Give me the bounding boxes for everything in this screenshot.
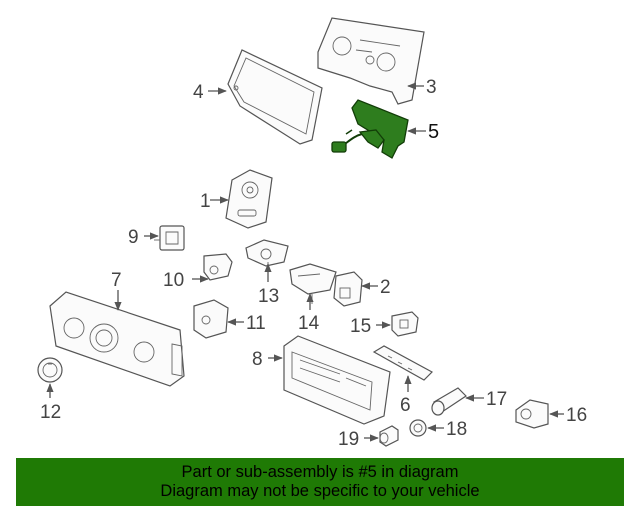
callout-2: 2 xyxy=(380,277,391,298)
part-16-socket[interactable] xyxy=(515,399,549,429)
part-15-switch[interactable] xyxy=(391,311,419,337)
part-7-control-bezel[interactable] xyxy=(49,291,185,387)
callout-5: 5 xyxy=(428,121,439,143)
info-banner: Part or sub-assembly is #5 in diagram Di… xyxy=(16,458,624,506)
part-11-blower-switch[interactable] xyxy=(193,299,229,339)
callout-14: 14 xyxy=(298,313,320,334)
part-2-switch[interactable] xyxy=(333,271,363,307)
part-12-knob[interactable] xyxy=(37,357,63,383)
callout-13: 13 xyxy=(258,286,279,307)
callout-7: 7 xyxy=(111,270,122,291)
callout-10: 10 xyxy=(163,270,184,291)
part-14-switch[interactable] xyxy=(289,263,337,304)
part-5-printed-circuit[interactable] xyxy=(331,99,409,159)
part-13-switch[interactable] xyxy=(245,239,289,272)
part-8-control-module[interactable] xyxy=(283,335,391,425)
part-10-bracket[interactable] xyxy=(203,253,233,281)
callout-18: 18 xyxy=(446,419,467,440)
callout-1: 1 xyxy=(200,191,211,212)
callout-16: 16 xyxy=(566,405,587,426)
part-4-cluster-lens[interactable] xyxy=(227,49,323,145)
callout-3: 3 xyxy=(426,77,437,98)
callout-15: 15 xyxy=(350,316,371,337)
callout-8: 8 xyxy=(252,349,263,370)
parts-diagram: 3 4 5 1 9 13 xyxy=(37,17,587,450)
banner-line-2: Diagram may not be specific to your vehi… xyxy=(160,482,480,500)
part-19-cap[interactable] xyxy=(379,425,399,447)
part-18-ring[interactable] xyxy=(409,419,427,437)
part-1-headlamp-switch[interactable] xyxy=(225,169,273,229)
banner-line-1: Part or sub-assembly is #5 in diagram xyxy=(181,463,459,481)
part-3-cluster-housing[interactable] xyxy=(317,17,425,105)
part-9-switch[interactable] xyxy=(154,225,185,251)
callout-12: 12 xyxy=(40,402,61,423)
callout-17: 17 xyxy=(486,389,507,410)
callout-19: 19 xyxy=(338,429,359,450)
callout-6: 6 xyxy=(400,395,411,416)
part-17-lighter[interactable] xyxy=(431,387,467,416)
callout-11: 11 xyxy=(246,313,266,334)
callout-4: 4 xyxy=(193,82,204,103)
part-6-switch-panel[interactable] xyxy=(372,345,433,381)
callout-9: 9 xyxy=(128,227,139,248)
